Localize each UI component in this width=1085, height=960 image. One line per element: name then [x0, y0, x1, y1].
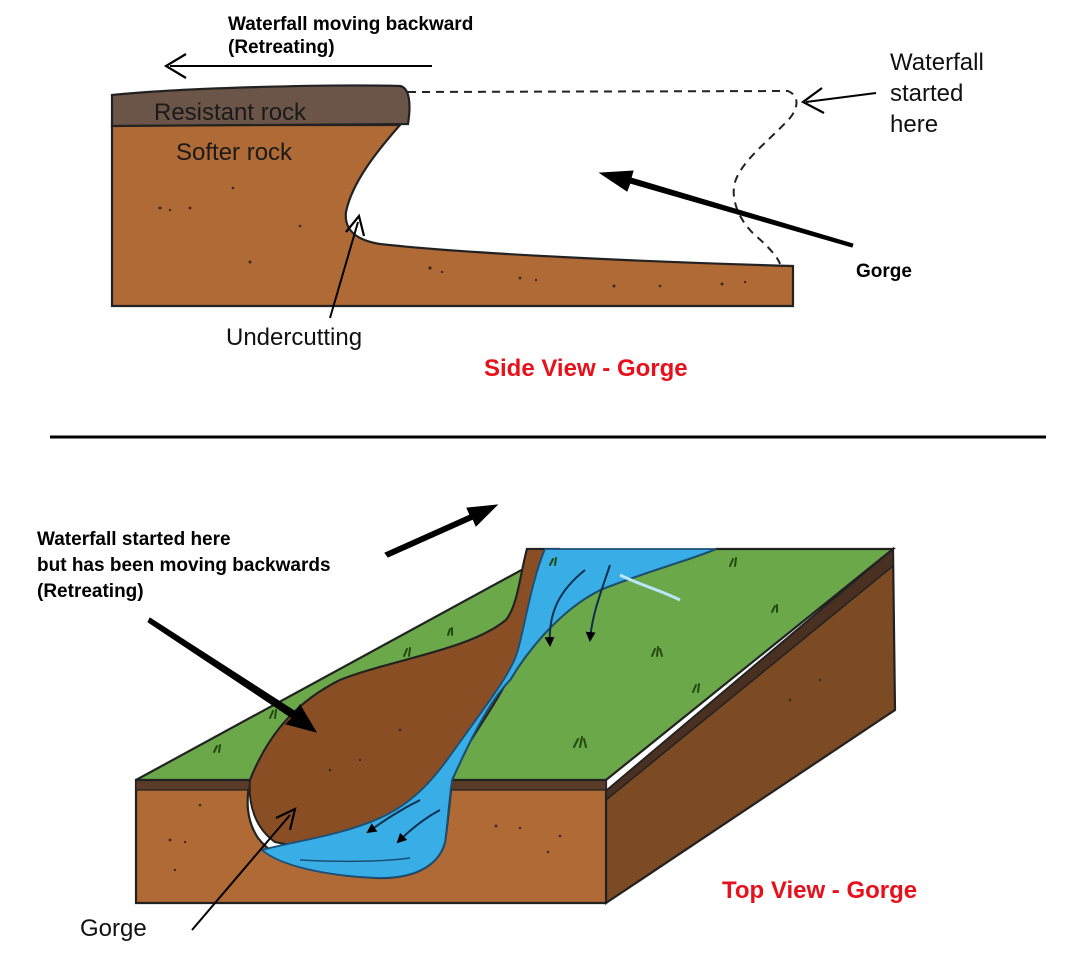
grass-tufts	[213, 557, 778, 753]
start-label-line2: started	[890, 80, 963, 107]
retreat-label-line1: Waterfall moving backward	[228, 14, 473, 35]
gorge-arrow-top	[191, 814, 291, 931]
top-gorge-label: Gorge	[80, 915, 147, 942]
soil-specks	[168, 678, 822, 872]
front-topsoil-left	[135, 779, 251, 791]
softer-rock-layer	[110, 123, 795, 308]
flow-arrow-1	[544, 569, 586, 647]
water-highlight-2	[299, 857, 411, 863]
front-topsoil-right	[450, 779, 607, 791]
top-view-title: Top View - Gorge	[722, 877, 917, 904]
river-water	[260, 548, 717, 879]
flow-arrow-3	[366, 799, 421, 834]
resistant-rock-label: Resistant rock	[154, 99, 307, 126]
upstream-arrow	[384, 504, 499, 558]
undercutting-arrow-line	[329, 221, 359, 319]
top-start-label-line2: but has been moving backwards	[37, 555, 331, 576]
start-arrow-line	[805, 92, 877, 103]
top-view: Waterfall started here but has been movi…	[37, 504, 917, 942]
softer-rock-label: Softer rock	[176, 139, 293, 166]
water-highlight-1	[619, 573, 681, 602]
gorge-arrow-top-head	[275, 807, 297, 831]
top-start-label-line1: Waterfall started here	[37, 529, 231, 550]
gorge-label: Gorge	[856, 261, 912, 282]
retreat-label-line2: (Retreating)	[228, 37, 335, 58]
rock-specks	[158, 186, 747, 288]
retreat-arrow-head	[163, 53, 187, 79]
original-waterfall-outline	[407, 89, 798, 265]
top-start-label-line3: (Retreating)	[37, 581, 144, 602]
start-label-line3: here	[890, 111, 938, 138]
side-view-title: Side View - Gorge	[484, 355, 688, 382]
undercutting-arrow-head	[345, 213, 366, 237]
flow-arrow-2	[585, 564, 611, 642]
flow-arrow-4	[396, 809, 441, 844]
start-label-line1: Waterfall	[890, 49, 984, 76]
undercutting-label: Undercutting	[226, 324, 362, 351]
gorge-arrow	[598, 170, 854, 248]
resistant-rock-layer	[110, 84, 411, 128]
start-arrow-head	[800, 87, 825, 114]
side-view: Waterfall moving backward (Retreating) R…	[110, 14, 984, 382]
retreat-arrow-top	[147, 617, 318, 733]
